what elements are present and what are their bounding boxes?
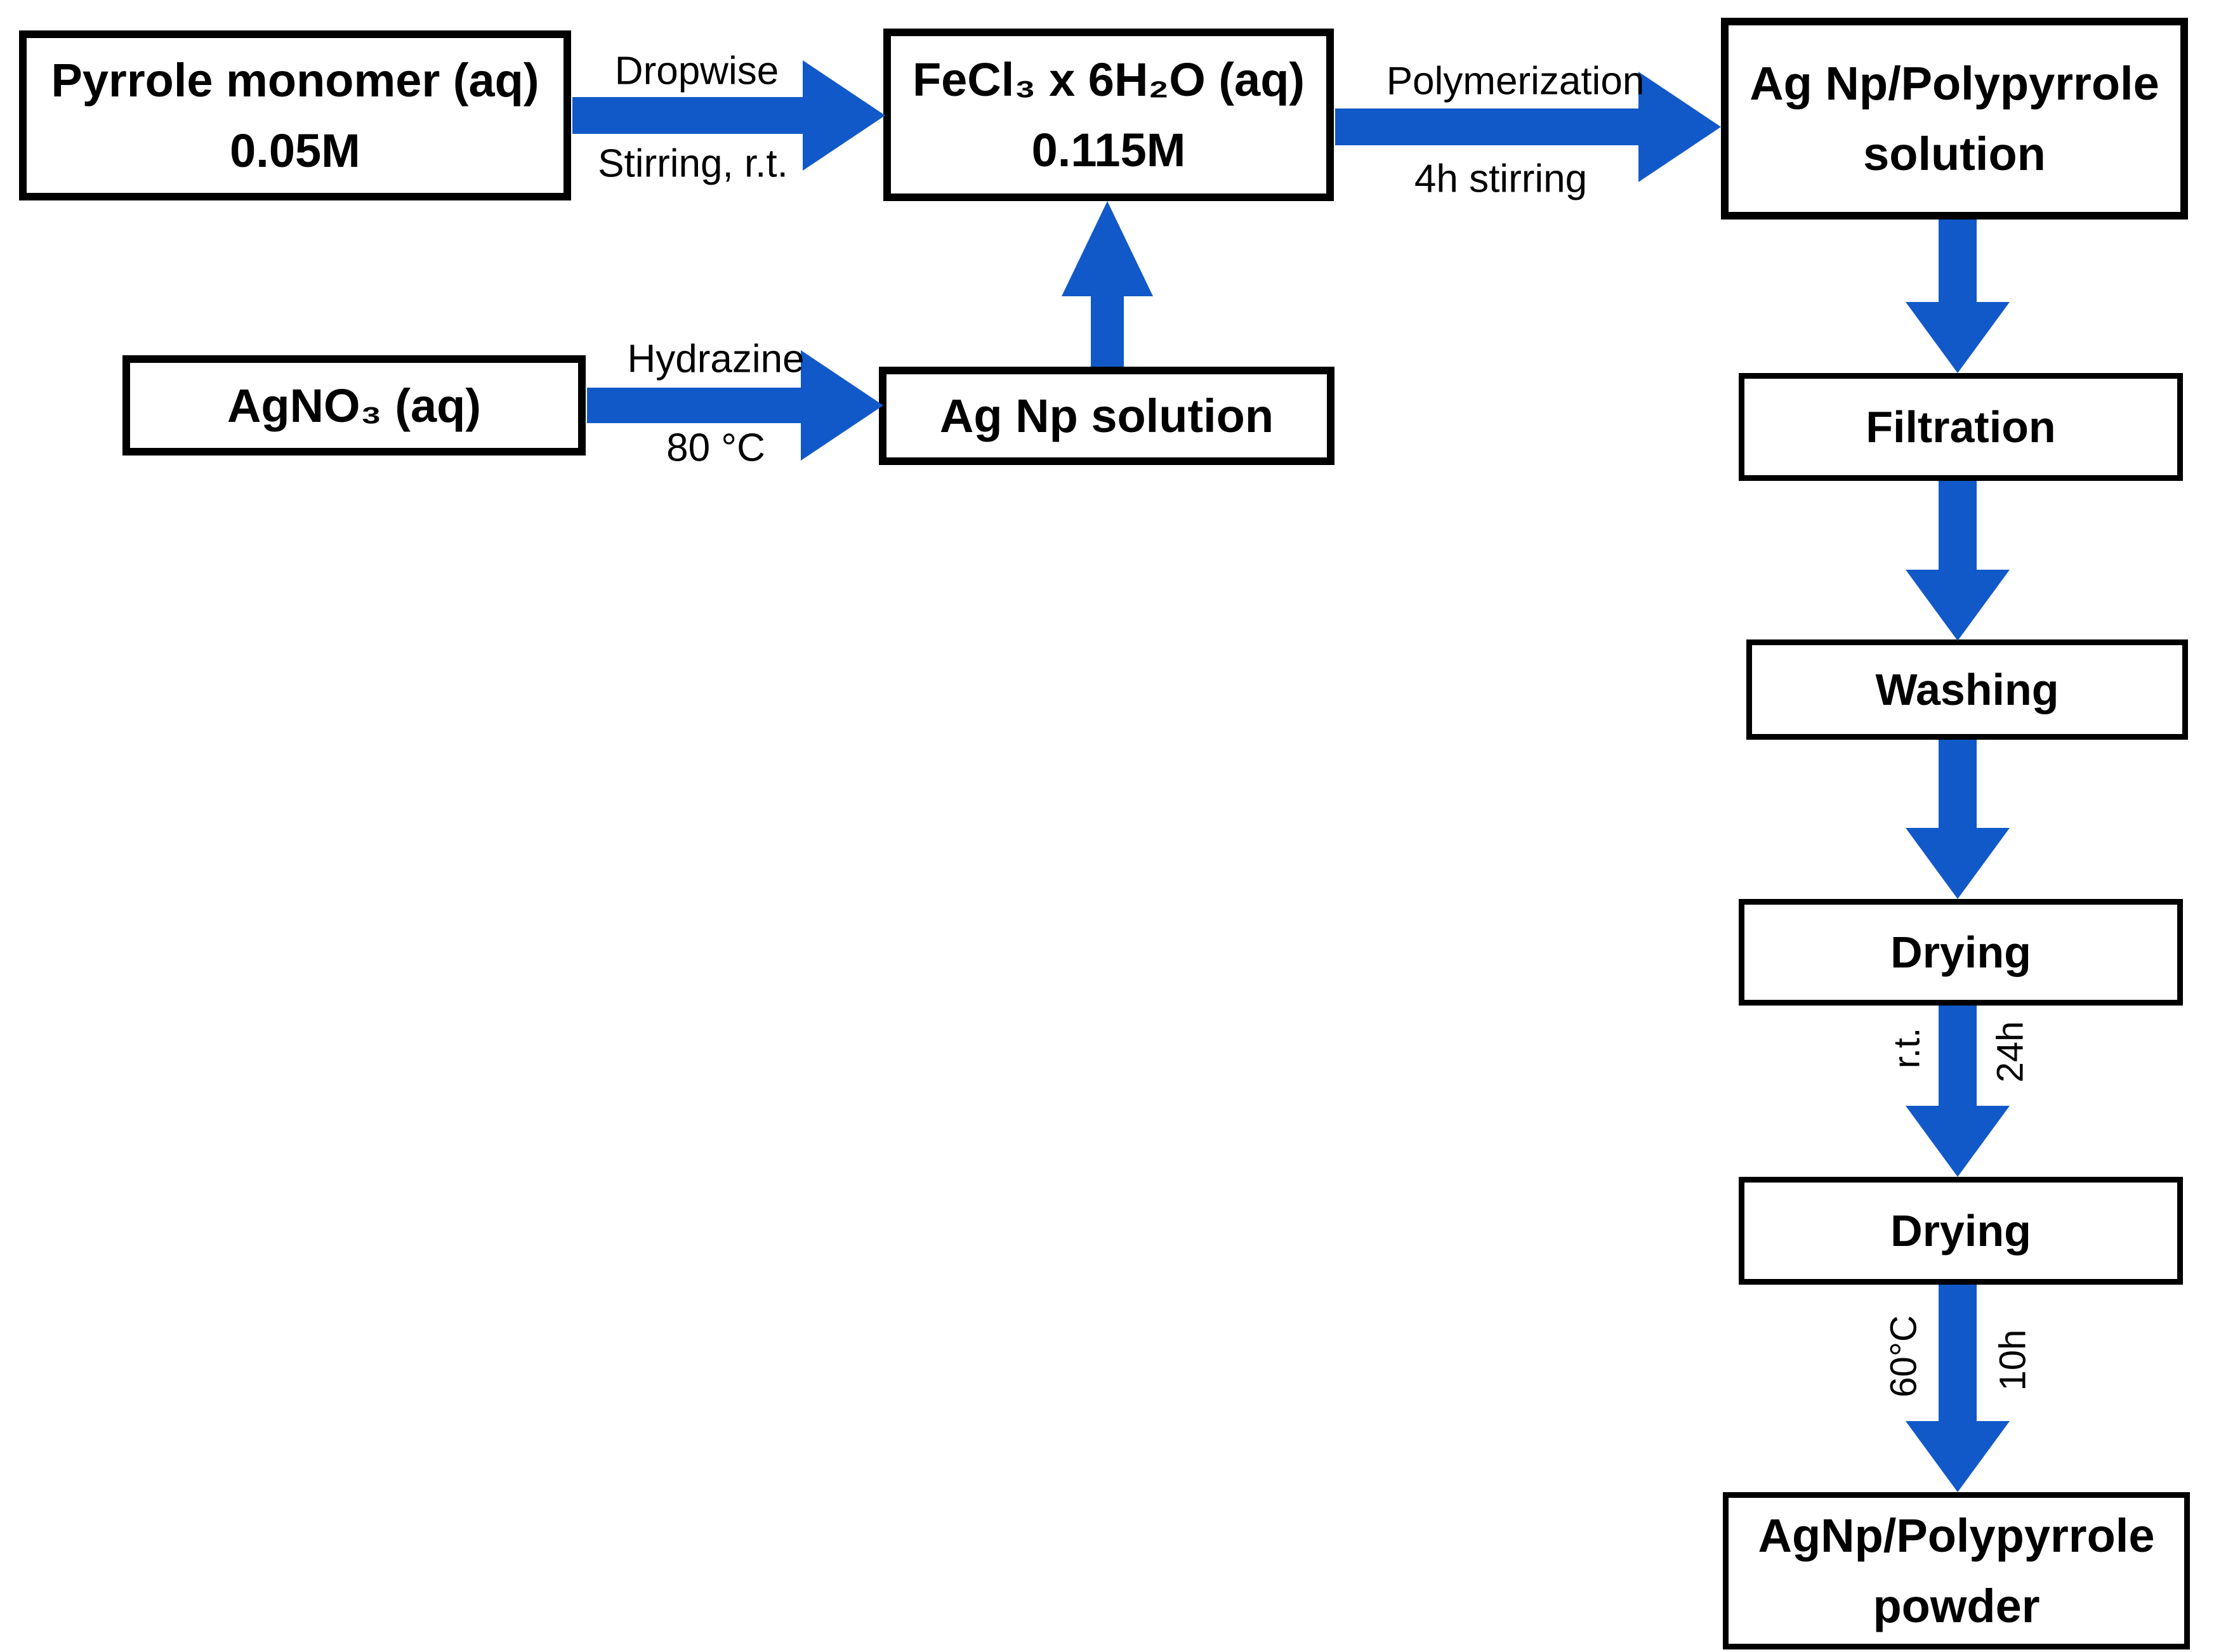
label-10h: 10h <box>1992 1329 2034 1391</box>
box-agnp-polypyrrole-powder: AgNp/Polypyrrole powder <box>1723 1492 2190 1649</box>
arrow-washing-to-drying-head <box>1906 828 2010 899</box>
box-agnp-polypyrrole-solution-line2: solution <box>1863 128 2046 180</box>
box-agno3-line1: AgNO₃ (aq) <box>227 379 482 432</box>
label-4h-stirring: 4h stirring <box>1414 157 1588 201</box>
box-filtration: Filtration <box>1739 373 2183 481</box>
box-washing: Washing <box>1746 639 2188 740</box>
label-polymerization: Polymerization <box>1386 59 1645 103</box>
arrow-washing-to-drying-shaft <box>1939 740 1977 828</box>
arrow-solution-to-filtration-shaft <box>1939 220 1977 302</box>
box-agnp-polypyrrole-powder-line2: powder <box>1873 1580 2040 1632</box>
box-fecl3-line1: FeCl₃ x 6H₂O (aq) <box>912 53 1305 106</box>
arrow-solution-to-filtration-head <box>1906 302 2010 373</box>
box-filtration-line1: Filtration <box>1866 402 2056 452</box>
box-drying-1: Drying <box>1739 899 2183 1006</box>
box-agno3: AgNO₃ (aq) <box>122 355 586 456</box>
label-hydrazine: Hydrazine <box>627 337 805 381</box>
box-agnp-solution-line1: Ag Np solution <box>939 390 1274 442</box>
box-agnp-solution: Ag Np solution <box>879 367 1334 465</box>
box-pyrrole-monomer-line1: Pyrrole monomer (aq) <box>51 54 539 107</box>
arrow-drying2-to-powder-head <box>1906 1421 2010 1492</box>
label-80c: 80 °C <box>666 426 765 470</box>
arrow-drying1-to-drying2-shaft <box>1939 1006 1977 1106</box>
arrow-agnp-to-fecl3-shaft <box>1091 296 1124 367</box>
arrow-agno3-to-agnp-shaft <box>587 388 801 423</box>
box-washing-line1: Washing <box>1875 664 2059 714</box>
label-rt: r.t. <box>1886 1027 1928 1069</box>
arrow-drying1-to-drying2-head <box>1906 1106 2010 1177</box>
box-drying-2: Drying <box>1739 1177 2183 1285</box>
arrow-agnp-to-fecl3-head <box>1062 201 1153 296</box>
arrow-pyrrole-to-fecl3-shaft <box>572 97 803 134</box>
box-pyrrole-monomer: Pyrrole monomer (aq) 0.05M <box>19 30 571 200</box>
label-24h: 24h <box>1989 1021 2031 1083</box>
arrow-fecl3-to-solution-shaft <box>1335 108 1638 145</box>
arrow-fecl3-to-solution-head <box>1638 72 1721 182</box>
arrow-agno3-to-agnp-head <box>801 350 883 461</box>
box-pyrrole-monomer-line2: 0.05M <box>230 124 360 177</box>
arrow-filtration-to-washing-shaft <box>1939 481 1977 570</box>
arrow-pyrrole-to-fecl3-head <box>803 60 885 171</box>
box-drying-1-line1: Drying <box>1890 927 2031 977</box>
label-60c: 60°C <box>1883 1315 1925 1398</box>
box-agnp-polypyrrole-solution: Ag Np/Polypyrrole solution <box>1721 18 2188 220</box>
label-dropwise: Dropwise <box>614 49 779 93</box>
arrow-filtration-to-washing-head <box>1906 570 2010 641</box>
box-fecl3: FeCl₃ x 6H₂O (aq) 0.115M <box>883 29 1334 201</box>
box-fecl3-line2: 0.115M <box>1031 124 1186 176</box>
box-agnp-polypyrrole-solution-line1: Ag Np/Polypyrrole <box>1749 57 2159 110</box>
label-stirring-rt: Stirring, r.t. <box>598 141 788 186</box>
box-agnp-polypyrrole-powder-line1: AgNp/Polypyrrole <box>1758 1509 2155 1562</box>
box-drying-2-line1: Drying <box>1890 1205 2031 1255</box>
arrow-drying2-to-powder-shaft <box>1939 1285 1977 1421</box>
